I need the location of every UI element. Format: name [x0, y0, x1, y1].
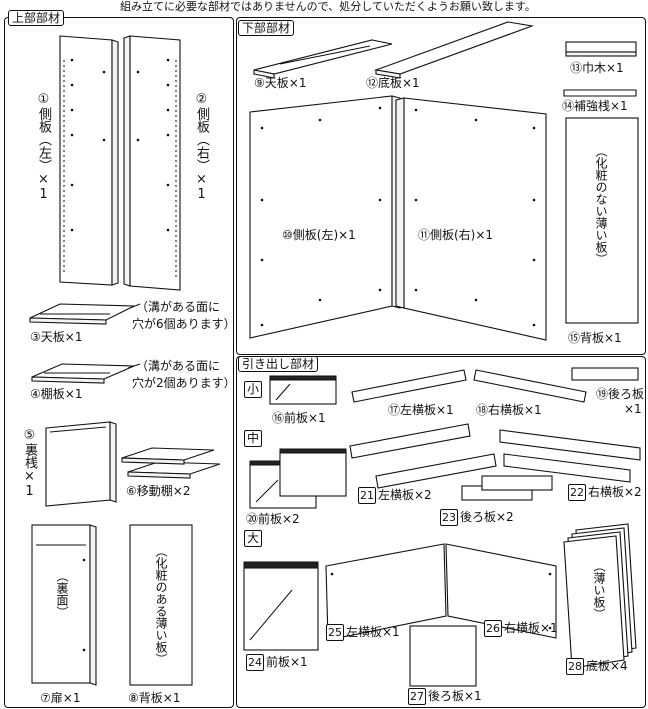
drawer-section-title: 引き出し部材 [238, 356, 319, 372]
lower-bottom-board-drawing [373, 21, 535, 79]
drawer-large-back-number: 27 [408, 688, 426, 705]
upper-shelf-board-note-2: 穴が2個あります） [132, 376, 236, 390]
drawer-medium-right-number: 22 [568, 484, 586, 501]
upper-door-label: ⑦扉×1 [40, 691, 81, 705]
upper-top-board-note-2: 穴が6個あります） [132, 317, 236, 331]
top-note: 組み立てに必要な部材ではありませんので、処分していただくようお願い致します。 [120, 0, 536, 13]
drawer-large-right-label: 右横板×1 [504, 621, 558, 635]
drawer-large-front-drawing [243, 561, 319, 651]
upper-back-rail-label: ⑤裏桟×1 [22, 428, 37, 499]
upper-parts-section [4, 17, 234, 708]
upper-shelf-board-drawing [31, 363, 141, 384]
upper-side-left-label: ①側板（左）×1 [36, 92, 51, 202]
upper-movable-shelf-label: ⑥移動棚×2 [126, 484, 191, 498]
upper-top-board-note-1: （溝がある面に [136, 300, 221, 314]
upper-back-board-drawing [129, 524, 193, 686]
drawer-medium-front-label: ⑳前板×2 [246, 512, 300, 526]
upper-door-drawing [31, 524, 97, 686]
drawer-parts-section [236, 356, 646, 708]
drawer-large-right-drawing [445, 543, 557, 639]
lower-top-board-drawing [253, 39, 393, 79]
drawer-small-right-label: ⑱右横板×1 [476, 403, 542, 417]
upper-top-board-drawing [29, 303, 141, 325]
drawer-size-small: 小 [244, 381, 262, 398]
drawer-medium-right-drawing [499, 429, 641, 483]
lower-top-board-label: ⑨天板×1 [254, 76, 307, 90]
drawer-bottom-label: 底板×4 [586, 659, 628, 673]
lower-reinforce-rail-label: ⑭補強桟×1 [562, 99, 628, 113]
upper-back-board-label: ⑧背板×1 [128, 691, 181, 705]
drawer-size-medium: 中 [244, 430, 262, 447]
drawer-bottom-note: （薄い板） [592, 560, 606, 620]
drawer-medium-back-label: 後ろ板×2 [460, 510, 514, 524]
upper-shelf-board-label: ④棚板×1 [30, 387, 83, 401]
drawer-small-back-drawing [571, 367, 639, 381]
upper-top-board-label: ③天板×1 [30, 330, 83, 344]
drawer-large-right-number: 26 [484, 620, 502, 637]
upper-side-panel-left-drawing [59, 35, 119, 286]
upper-section-title: 上部部材 [8, 10, 65, 26]
upper-shelf-board-note-1: （溝がある面に [136, 359, 221, 373]
lower-back-board-label: ⑮背板×1 [568, 331, 622, 345]
upper-movable-shelf-drawing [121, 447, 221, 479]
drawer-medium-left-label: 左横板×2 [378, 488, 432, 502]
drawer-small-front-drawing [269, 375, 337, 405]
drawer-medium-front-drawing [249, 448, 347, 509]
drawer-large-left-label: 左横板×1 [346, 625, 400, 639]
lower-side-panel-left-drawing [249, 95, 401, 339]
lower-baseboard-drawing [565, 41, 637, 57]
upper-back-rail-drawing [45, 421, 117, 507]
drawer-medium-right-label: 右横板×2 [588, 485, 642, 499]
drawer-small-left-drawing [351, 369, 467, 403]
drawer-bottom-number: 28 [566, 658, 584, 675]
drawer-size-large: 大 [244, 530, 262, 547]
drawer-large-back-drawing [409, 625, 477, 687]
drawer-small-back-label-1: ⑲後ろ板 [596, 387, 645, 401]
drawer-small-front-label: ⑯前板×1 [272, 411, 326, 425]
lower-back-board-drawing [565, 117, 639, 324]
drawer-large-left-number: 25 [326, 624, 344, 641]
upper-side-right-label: ②側板（右）×1 [194, 92, 209, 202]
lower-bottom-board-label: ⑫底板×1 [366, 76, 420, 90]
lower-reinforce-rail-drawing [563, 89, 637, 97]
lower-baseboard-label: ⑬巾木×1 [570, 61, 624, 75]
drawer-small-right-drawing [473, 369, 587, 403]
drawer-medium-back-drawing [461, 475, 553, 501]
lower-section-title: 下部部材 [238, 20, 295, 36]
drawer-large-front-label: 前板×1 [266, 655, 308, 669]
upper-back-board-note: （化粧のある薄い板） [154, 545, 168, 665]
drawer-large-front-number: 24 [246, 654, 264, 671]
drawer-small-back-label-2: ×1 [624, 402, 642, 416]
drawer-bottom-drawing [563, 523, 637, 669]
lower-parts-section [236, 17, 646, 355]
lower-side-panel-right-drawing [395, 97, 547, 341]
lower-side-right-label: ⑪側板(右)×1 [418, 228, 494, 242]
drawer-medium-left-drawing [349, 423, 497, 489]
drawer-medium-left-number: 21 [358, 487, 376, 504]
drawer-large-back-label: 後ろ板×1 [428, 689, 482, 703]
lower-side-left-label: ⑩側板(左)×1 [282, 228, 356, 242]
drawer-small-left-label: ⑰左横板×1 [388, 403, 454, 417]
lower-back-board-note: （化粧のない薄い板） [594, 145, 608, 265]
drawer-medium-back-number: 23 [440, 509, 458, 526]
upper-side-panel-right-drawing [123, 35, 181, 291]
upper-door-back-label: （裏面） [55, 570, 69, 618]
